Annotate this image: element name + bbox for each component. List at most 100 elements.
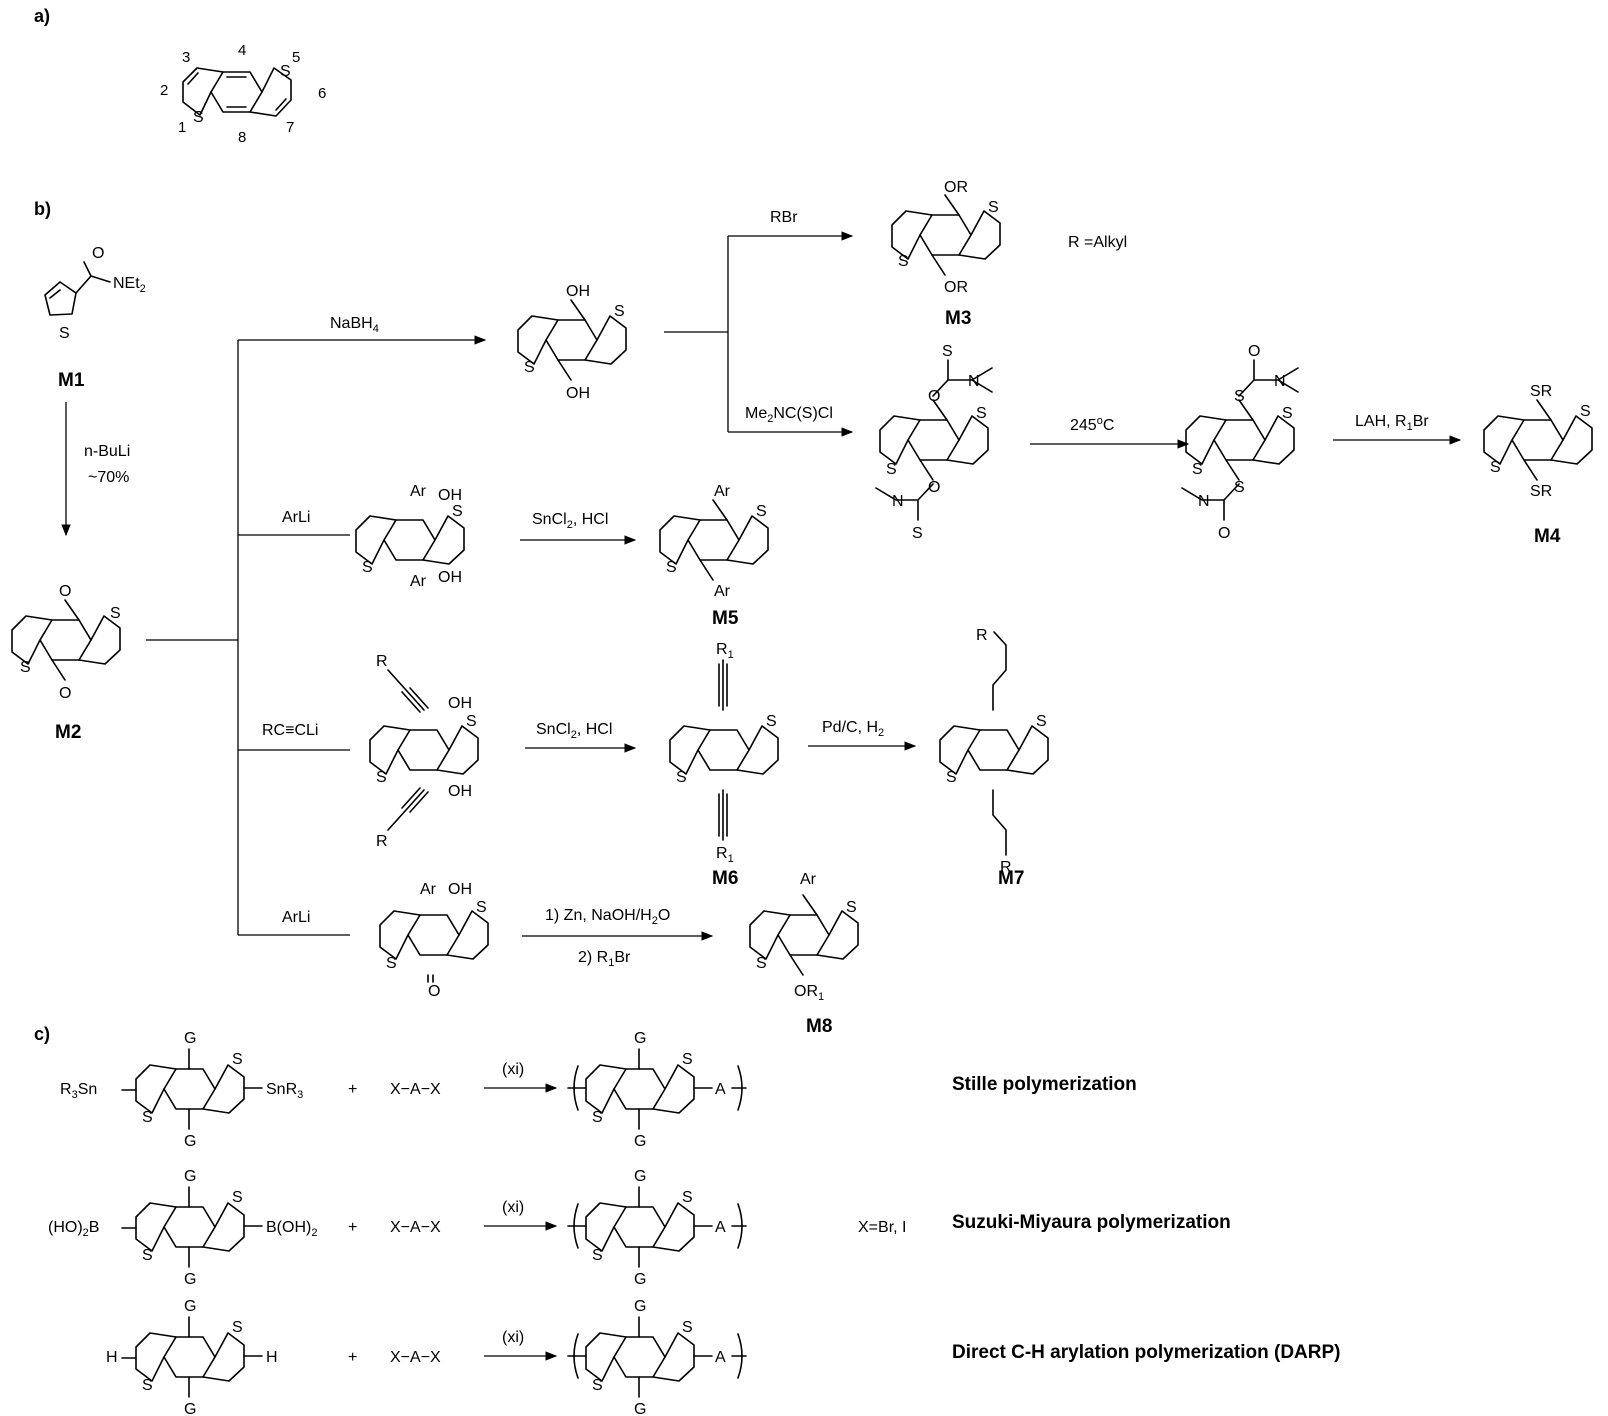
reagent-label: RBr [770,209,798,226]
reagent-label: Me2NC(S)Cl [745,405,833,425]
position-number: 2 [160,82,168,99]
sulfur-atom: S [898,253,909,270]
g-group: G [184,1298,196,1315]
sulfur-atom: S [886,461,897,478]
compound-label: M1 [58,370,85,391]
sulfur-atom: S [592,1377,603,1394]
plus-sign: + [348,1219,357,1236]
position-number: 7 [286,119,294,136]
nitrogen-atom: N [1198,493,1210,510]
sulfur-atom: S [756,955,767,972]
thioether-group: SR [1530,483,1552,500]
left-end-group: (HO)2B [48,1219,99,1239]
right-end-group: SnR3 [266,1081,303,1101]
hydroxy-group: OH [438,487,462,504]
sulfur-atom: S [614,303,625,320]
reagent-label: 1) Zn, NaOH/H2O [545,907,670,927]
sulfur-atom: S [142,1109,153,1126]
sulfur-atom: S [142,1247,153,1264]
sulfur-atom: S [666,559,677,576]
g-group: G [634,1133,646,1150]
g-group: G [184,1271,196,1288]
sulfur-atom: S [988,199,999,216]
section-c-label: c) [34,1024,50,1044]
plus-sign: + [348,1081,357,1098]
position-number: 5 [292,49,300,66]
left-end-group: H [106,1349,118,1366]
polymerization-row-suzuki: G G S S (HO)2B B(OH)2 + X−A−X (xi) G G S… [48,1168,1231,1288]
sulfur-atom: S [466,713,477,730]
hydroxy-group: OH [448,881,472,898]
aryl-group: Ar [420,881,437,898]
section-b-label: b) [34,199,51,219]
oxygen-atom: O [928,388,940,405]
g-group: G [184,1168,196,1185]
nitrogen-atom: N [1274,373,1286,390]
position-number: 8 [238,129,246,146]
r-group: R [1000,859,1012,876]
g-group: G [184,1133,196,1150]
thioether-group: SR [1530,383,1552,400]
sulfur-atom: S [682,1319,693,1336]
aryl-group: Ar [800,871,817,888]
reaction-condition: (xi) [502,1061,524,1078]
comonomer: X−A−X [390,1349,441,1366]
sulfur-atom: S [682,1189,693,1206]
reagent-label: SnCl2, HCl [536,721,612,741]
diol-intermediate: OH OH S S [517,283,627,402]
sulfur-atom: S [976,405,987,422]
sulfur-atom: S [362,559,373,576]
comonomer: X−A−X [390,1081,441,1098]
alkoxy-group: OR [944,279,968,296]
aryl-group: Ar [714,483,731,500]
ar-diol-intermediate: Ar OH Ar OH S S [355,483,465,590]
o-thiocarbamate-intermediate: O S N O N S S S [875,343,993,542]
r-group: R [976,627,988,644]
aryl-group: Ar [714,583,731,600]
position-number: 4 [238,42,246,59]
compound-label: M5 [712,608,739,629]
reagent-label: 245oC [1070,415,1114,434]
left-end-group: R3Sn [60,1081,97,1101]
halide-definition: X=Br, I [858,1219,906,1236]
compound-m8: Ar OR1 S S M8 [749,871,859,1037]
compound-m4: SR SR S S M4 [1483,383,1593,547]
aryl-group: Ar [410,483,427,500]
right-end-group: H [266,1349,278,1366]
sulfur-atom: S [110,605,121,622]
sulfur-atom: S [1234,479,1245,496]
oxygen-atom: O [59,685,71,702]
sulfur-atom: S [232,1189,243,1206]
sulfur-atom: S [59,325,70,342]
g-group: G [184,1401,196,1416]
sulfur-atom: S [1192,461,1203,478]
acceptor-unit: A [715,1219,726,1236]
position-number: 3 [182,49,190,66]
reagent-label: ArLi [282,909,310,926]
sulfur-atom: S [942,343,953,360]
r-group: R [376,653,388,670]
sulfur-atom: S [846,899,857,916]
method-name: Stille polymerization [952,1074,1137,1095]
compound-label: M8 [806,1016,832,1037]
method-name: Suzuki-Miyaura polymerization [952,1212,1231,1233]
r1-group: R1 [716,641,734,661]
oxygen-atom: O [1218,525,1230,542]
compound-label: M7 [998,868,1024,889]
plus-sign: + [348,1349,357,1366]
reagent-label: n-BuLi [84,443,130,460]
oxygen-atom: O [59,583,71,600]
oxygen-atom: O [1248,343,1260,360]
oxygen-atom: O [428,983,440,1000]
sulfur-atom: S [20,659,31,676]
sulfur-atom: S [280,63,291,80]
compound-label: M4 [1534,526,1561,547]
oxygen-atom: O [928,479,940,496]
reagent-label: Pd/C, H2 [822,719,884,739]
compound-label: M3 [945,308,971,329]
m1-substituent: NEt2 [113,275,146,295]
hydroxy-group: OH [448,695,472,712]
compound-m6: R1 R1 S S M6 [669,641,779,889]
g-group: G [184,1030,196,1047]
oxygen-atom: O [92,245,104,262]
